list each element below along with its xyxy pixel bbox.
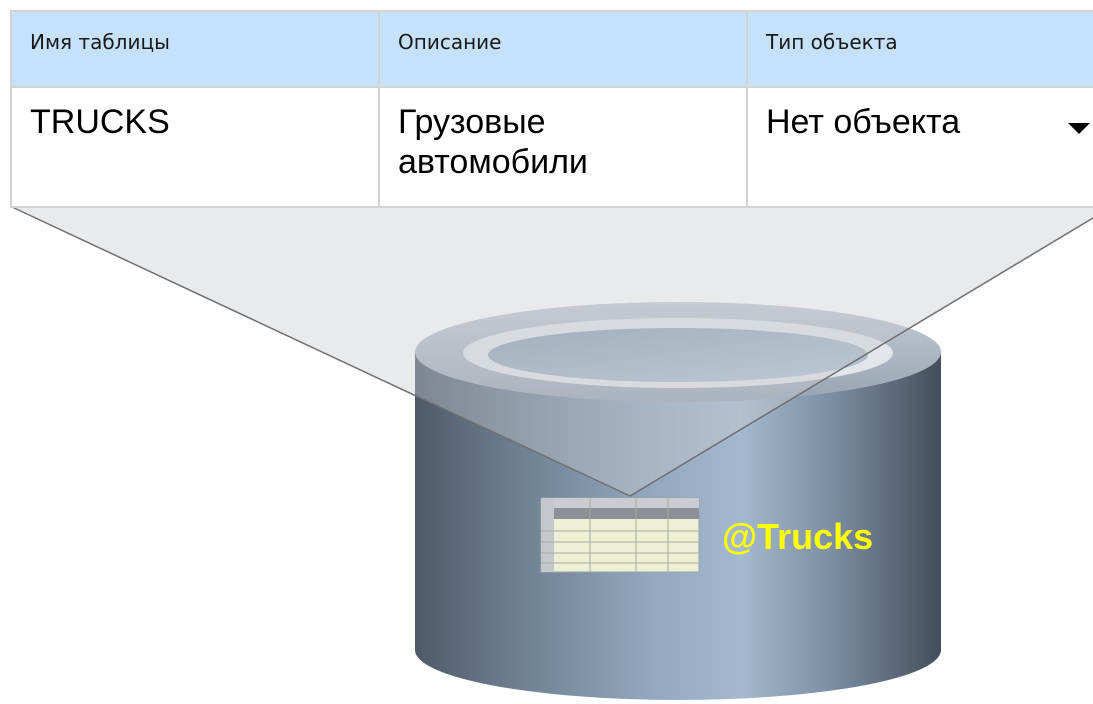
object-type-value: Нет объекта <box>766 103 961 141</box>
chevron-down-icon[interactable] <box>1068 123 1090 134</box>
table-icon <box>540 497 700 573</box>
object-type-select[interactable]: Нет объекта <box>746 86 1093 208</box>
header-table-name: Имя таблицы <box>10 10 380 88</box>
zoom-funnel <box>12 207 1093 496</box>
description-value: Грузовые автомобили <box>398 103 588 181</box>
database-table-label: @Trucks <box>722 516 874 557</box>
table-definition-grid: Имя таблицы Описание Тип объекта TRUCKS … <box>10 10 1093 208</box>
table-row: TRUCKS Грузовые автомобили Нет объекта <box>10 86 1093 208</box>
table-name-value: TRUCKS <box>30 103 170 141</box>
zoom-line-right <box>629 217 1093 497</box>
database-cylinder-hole <box>488 328 868 382</box>
cell-table-name[interactable]: TRUCKS <box>10 86 380 208</box>
cell-description[interactable]: Грузовые автомобили <box>378 86 748 208</box>
header-row: Имя таблицы Описание Тип объекта <box>10 10 1093 88</box>
header-description: Описание <box>378 10 748 88</box>
zoom-line-left <box>11 206 631 497</box>
header-object-type: Тип объекта <box>746 10 1093 88</box>
